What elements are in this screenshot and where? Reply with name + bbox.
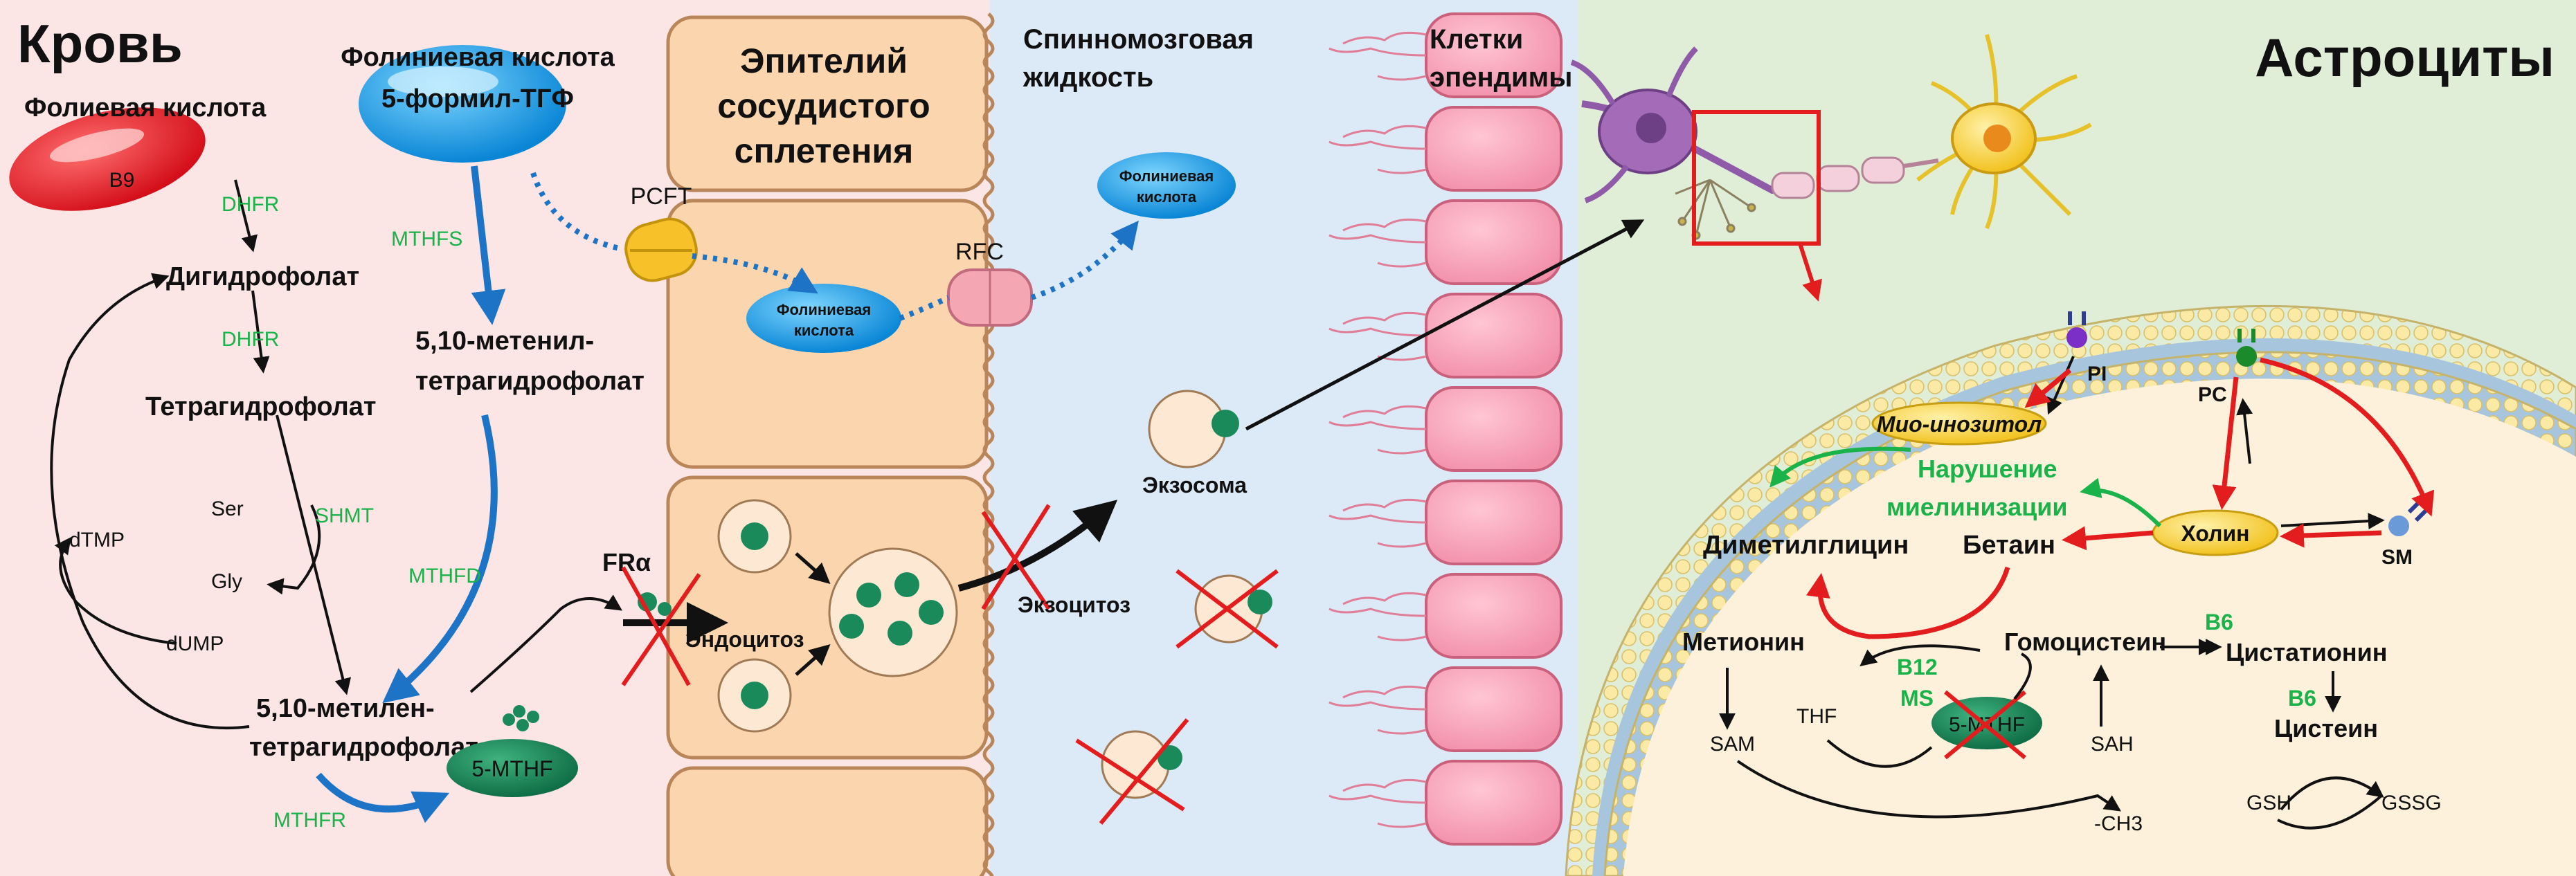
folic-acid-label: Фолиевая кислота	[24, 93, 267, 122]
b6-2-label: B6	[2288, 686, 2316, 711]
choline-label: Холин	[2181, 521, 2250, 546]
mthfs-label: MTHFS	[391, 228, 462, 250]
astro-green-arrows	[1769, 446, 2162, 528]
pi-label: PI	[2087, 363, 2107, 385]
transport-dotted-arrows	[530, 172, 1139, 321]
five-mthf-blood-label: 5-MTHF	[471, 756, 552, 781]
endocytic-vesicles	[717, 499, 958, 733]
rfc-label: RFC	[955, 239, 1004, 265]
folinic-acid-node: Фолиниевая кислота 5-формил-ТГФ	[341, 43, 615, 163]
dtmp-label: dTMP	[69, 529, 125, 551]
astrocyte-cell	[1565, 304, 2576, 876]
title-ependyma-1: Клетки	[1430, 24, 1523, 55]
csf-region	[990, 0, 1288, 876]
pc-label: PC	[2198, 383, 2227, 406]
ependymal-cells	[1328, 12, 1562, 846]
sam-label: SAM	[1710, 733, 1755, 756]
shmt-label: SHMT	[315, 504, 374, 527]
folinic-in-cell-label-2: кислота	[794, 322, 854, 339]
title-ependyma-2: эпендимы	[1430, 62, 1572, 93]
astrocyte-illustration	[1916, 34, 2092, 230]
exosome-main: Экзосома	[1142, 390, 1247, 498]
pi-receptor: PI	[2066, 311, 2107, 385]
exocytosis-label: Экзоцитоз	[1018, 592, 1131, 617]
myelination-label-1: Нарушение	[1918, 455, 2057, 483]
exocytosis-cross	[981, 504, 1051, 610]
endocytosis-label: Эндоцитоз	[685, 627, 804, 652]
neuron-illustration	[1570, 46, 1939, 240]
title-blood: Кровь	[17, 13, 183, 74]
methionine-label: Метионин	[1682, 628, 1805, 656]
fra-cross	[621, 566, 701, 686]
ms-label: MS	[1900, 686, 1934, 711]
dhfr-1-label: DHFR	[222, 193, 279, 216]
methenyl-thf-label-2: тетрагидрофолат	[415, 367, 645, 396]
blood-arrows	[50, 179, 622, 730]
folinic-csf-label-2: кислота	[1137, 188, 1197, 206]
title-astrocytes: Астроциты	[2255, 27, 2555, 88]
mthfr-label: MTHFR	[273, 809, 346, 832]
five-mthf-blood-node: 5-MTHF	[447, 705, 578, 797]
blood-blue-arrows	[316, 165, 506, 823]
folinic-acid-label: Фолиниевая кислота	[341, 43, 615, 72]
zoom-box	[1692, 110, 1821, 246]
folic-acid-node: Фолиевая кислота B9	[9, 93, 267, 211]
formyl-thf-label: 5-формил-ТГФ	[381, 84, 574, 113]
folinic-in-cell-label-1: Фолиниевая	[777, 301, 872, 318]
exosome-to-brain-arrow	[1245, 219, 1645, 431]
zoom-arrow	[1798, 243, 1822, 302]
myo-inositol-label: Мио-инозитол	[1877, 412, 2042, 437]
betaine-label: Бетаин	[1963, 531, 2055, 560]
b6-1-label: B6	[2205, 610, 2233, 635]
cystathionine-label: Цистатионин	[2226, 638, 2387, 666]
dimethylglycine-label: Диметилглицин	[1703, 531, 1909, 560]
thf-label: THF	[1796, 705, 1837, 728]
exosome-crossed-2	[1075, 718, 1189, 825]
astro-black-arrows	[1719, 356, 2385, 830]
ch3-label: -CH3	[2094, 812, 2143, 835]
pcft-transporter: PCFT	[624, 183, 698, 282]
methylene-thf-label-1: 5,10-метилен-	[256, 694, 435, 723]
cysteine-label: Цистеин	[2274, 714, 2378, 742]
b9-label: B9	[109, 169, 135, 192]
myelination-label-2: миелинизации	[1886, 493, 2068, 521]
homocysteine-label: Гомоцистеин	[2004, 628, 2166, 656]
sah-label: SAH	[2091, 733, 2134, 756]
title-csf-2: жидкость	[1023, 62, 1153, 93]
folinic-csf-label-1: Фолиниевая	[1119, 167, 1214, 185]
choline-node: Холин	[2152, 509, 2279, 556]
methenyl-thf-label-1: 5,10-метенил-	[415, 327, 594, 356]
pcft-label: PCFT	[631, 183, 692, 210]
microvilli-edge	[982, 12, 995, 876]
gssg-label: GSSG	[2381, 792, 2442, 814]
title-epithelium-3: сплетения	[735, 131, 914, 170]
methylene-thf-label-2: тетрагидрофолат	[249, 733, 478, 762]
myo-inositol-node: Мио-инозитол	[1871, 401, 2047, 446]
dump-label: dUMP	[166, 632, 224, 655]
title-csf-1: Спинномозговая	[1023, 24, 1254, 55]
title-epithelium-2: сосудистого	[717, 86, 930, 125]
folinic-csf-node: Фолиниевая кислота	[1097, 152, 1236, 219]
astro-red-arrows	[1805, 357, 2435, 639]
folinic-in-cell-node: Фолиниевая кислота	[746, 284, 901, 353]
rfc-transporter: RFC	[947, 239, 1033, 327]
mthfd-label: MTHFD	[408, 565, 481, 587]
ser-label: Ser	[211, 498, 244, 520]
pc-receptor: PC	[2198, 329, 2257, 406]
five-mthf-astro-node: 5-MTHF	[1931, 690, 2042, 760]
sm-label: SM	[2381, 546, 2413, 569]
title-epithelium-1: Эпителий	[740, 42, 908, 80]
gly-label: Gly	[211, 570, 242, 593]
b12-label: B12	[1897, 655, 1938, 679]
dhfr-2-label: DHFR	[222, 328, 279, 351]
dihydrofolate-label: Дигидрофолат	[166, 262, 359, 291]
tetrahydrofolate-label: Тетрагидрофолат	[145, 392, 377, 421]
gsh-label: GSH	[2246, 792, 2291, 814]
exocytosis-arrow	[957, 500, 1118, 592]
fra-receptor: FRα	[602, 548, 728, 644]
exosome-crossed-1	[1176, 569, 1279, 649]
exosome-label: Экзосома	[1142, 473, 1247, 498]
